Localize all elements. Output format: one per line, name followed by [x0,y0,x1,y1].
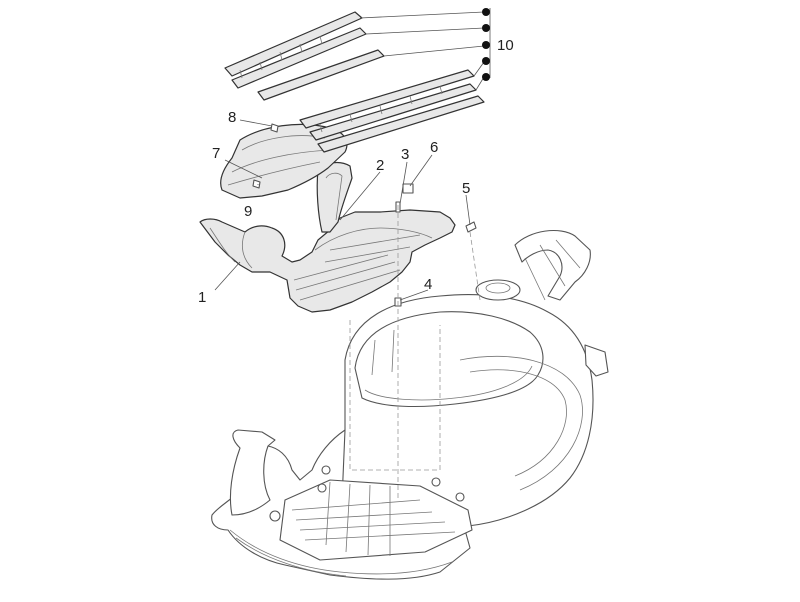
callout-8: 8 [228,109,236,126]
callout-5: 5 [462,180,470,197]
part-10-callout-dots [482,8,490,81]
callout-4: 4 [424,276,432,293]
part-1-floor-mat [199,209,456,313]
assembly-guide-lines [349,205,481,500]
callout-2: 2 [376,157,384,174]
callout-9: 9 [244,203,252,220]
part-2-center-tunnel-cover [316,161,353,233]
callout-6: 6 [430,139,438,156]
small-fasteners [252,123,477,307]
callout-7: 7 [212,145,220,162]
callout-1: 1 [198,289,206,306]
leader-lines [214,8,491,301]
callout-10: 10 [497,37,514,54]
part-7-front-mat [220,123,348,199]
scooter-frame [211,230,609,580]
callout-3: 3 [401,146,409,163]
